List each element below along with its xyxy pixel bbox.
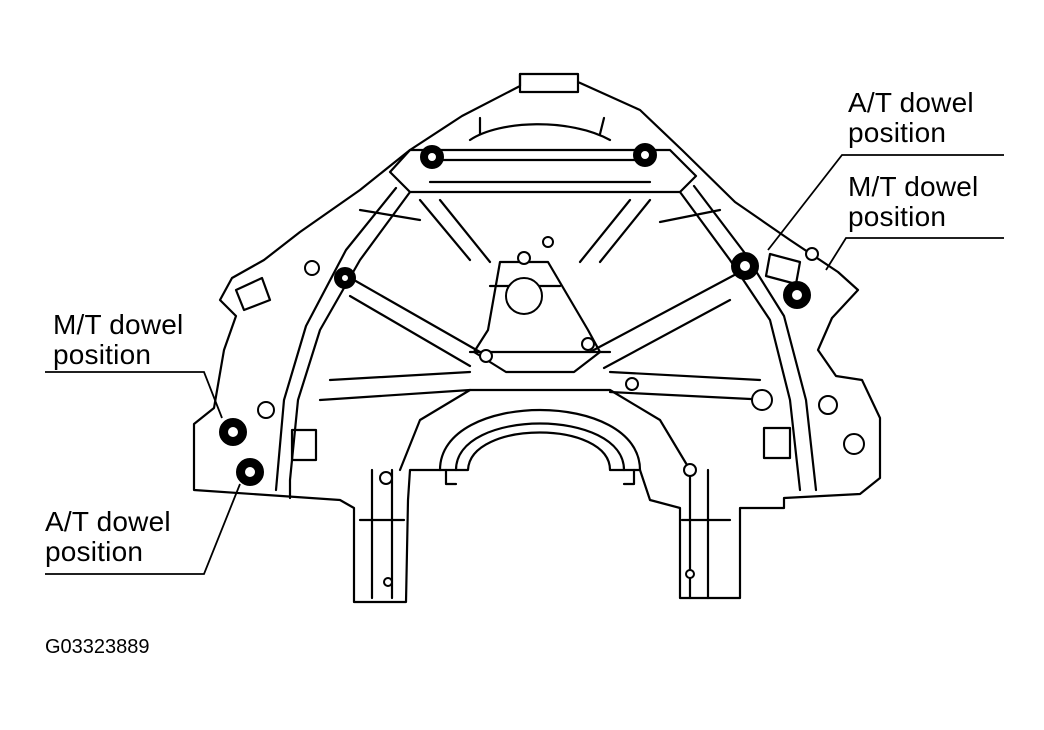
- leader-top-right-mt: [825, 237, 1004, 271]
- hole: [625, 377, 639, 391]
- leader-left-at: [45, 483, 241, 575]
- left-inner-frame: [288, 190, 412, 500]
- callout-mt-dowel-top-right: M/T dowel position: [848, 172, 978, 232]
- block-outline: [192, 72, 882, 604]
- hole: [379, 471, 393, 485]
- right-pocket: [762, 426, 792, 460]
- leader-left-mt: [45, 371, 223, 419]
- top-tab: [518, 72, 580, 94]
- callout-line: A/T dowel: [45, 506, 171, 537]
- callout-line: M/T dowel: [848, 171, 979, 202]
- leader-top-right-at: [767, 154, 1004, 251]
- hole: [751, 389, 773, 411]
- callout-line: position: [848, 117, 947, 148]
- figure-id: G03323889: [45, 636, 150, 658]
- hole: [542, 236, 554, 248]
- hole: [805, 247, 819, 261]
- center-boss: [505, 277, 543, 315]
- right-inner-frame: [678, 190, 802, 492]
- callout-at-dowel-top-right: A/T dowel position: [848, 88, 974, 148]
- hole: [818, 395, 838, 415]
- callout-line: position: [53, 339, 152, 370]
- left-pocket: [290, 428, 318, 462]
- hole: [479, 349, 493, 363]
- hole: [517, 251, 531, 265]
- hole: [257, 401, 275, 419]
- top-cap-arc: [468, 123, 612, 142]
- hole: [383, 577, 393, 587]
- hole: [685, 569, 695, 579]
- callout-at-dowel-left: A/T dowel position: [45, 507, 171, 567]
- hole: [304, 260, 320, 276]
- callout-line: position: [45, 536, 144, 567]
- hole: [581, 337, 595, 351]
- left-leg: [358, 468, 406, 600]
- hole: [843, 433, 865, 455]
- ribs: [318, 198, 772, 402]
- callout-line: M/T dowel: [53, 309, 184, 340]
- crankshaft-bore: [438, 409, 642, 472]
- lower-web: [398, 388, 692, 472]
- hole: [683, 463, 697, 477]
- callout-line: position: [848, 201, 947, 232]
- callout-line: A/T dowel: [848, 87, 974, 118]
- callout-mt-dowel-left: M/T dowel position: [53, 310, 183, 370]
- center-web: [472, 260, 602, 374]
